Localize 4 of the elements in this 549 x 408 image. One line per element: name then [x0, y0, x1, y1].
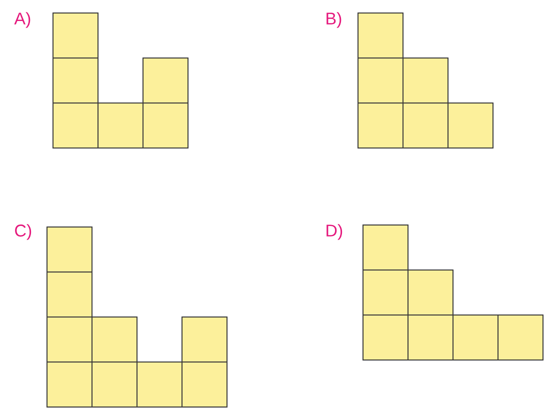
option-label: B) — [326, 12, 342, 28]
option-label: A) — [14, 12, 30, 28]
option-label: D) — [326, 224, 342, 240]
option-label: C) — [15, 224, 32, 240]
